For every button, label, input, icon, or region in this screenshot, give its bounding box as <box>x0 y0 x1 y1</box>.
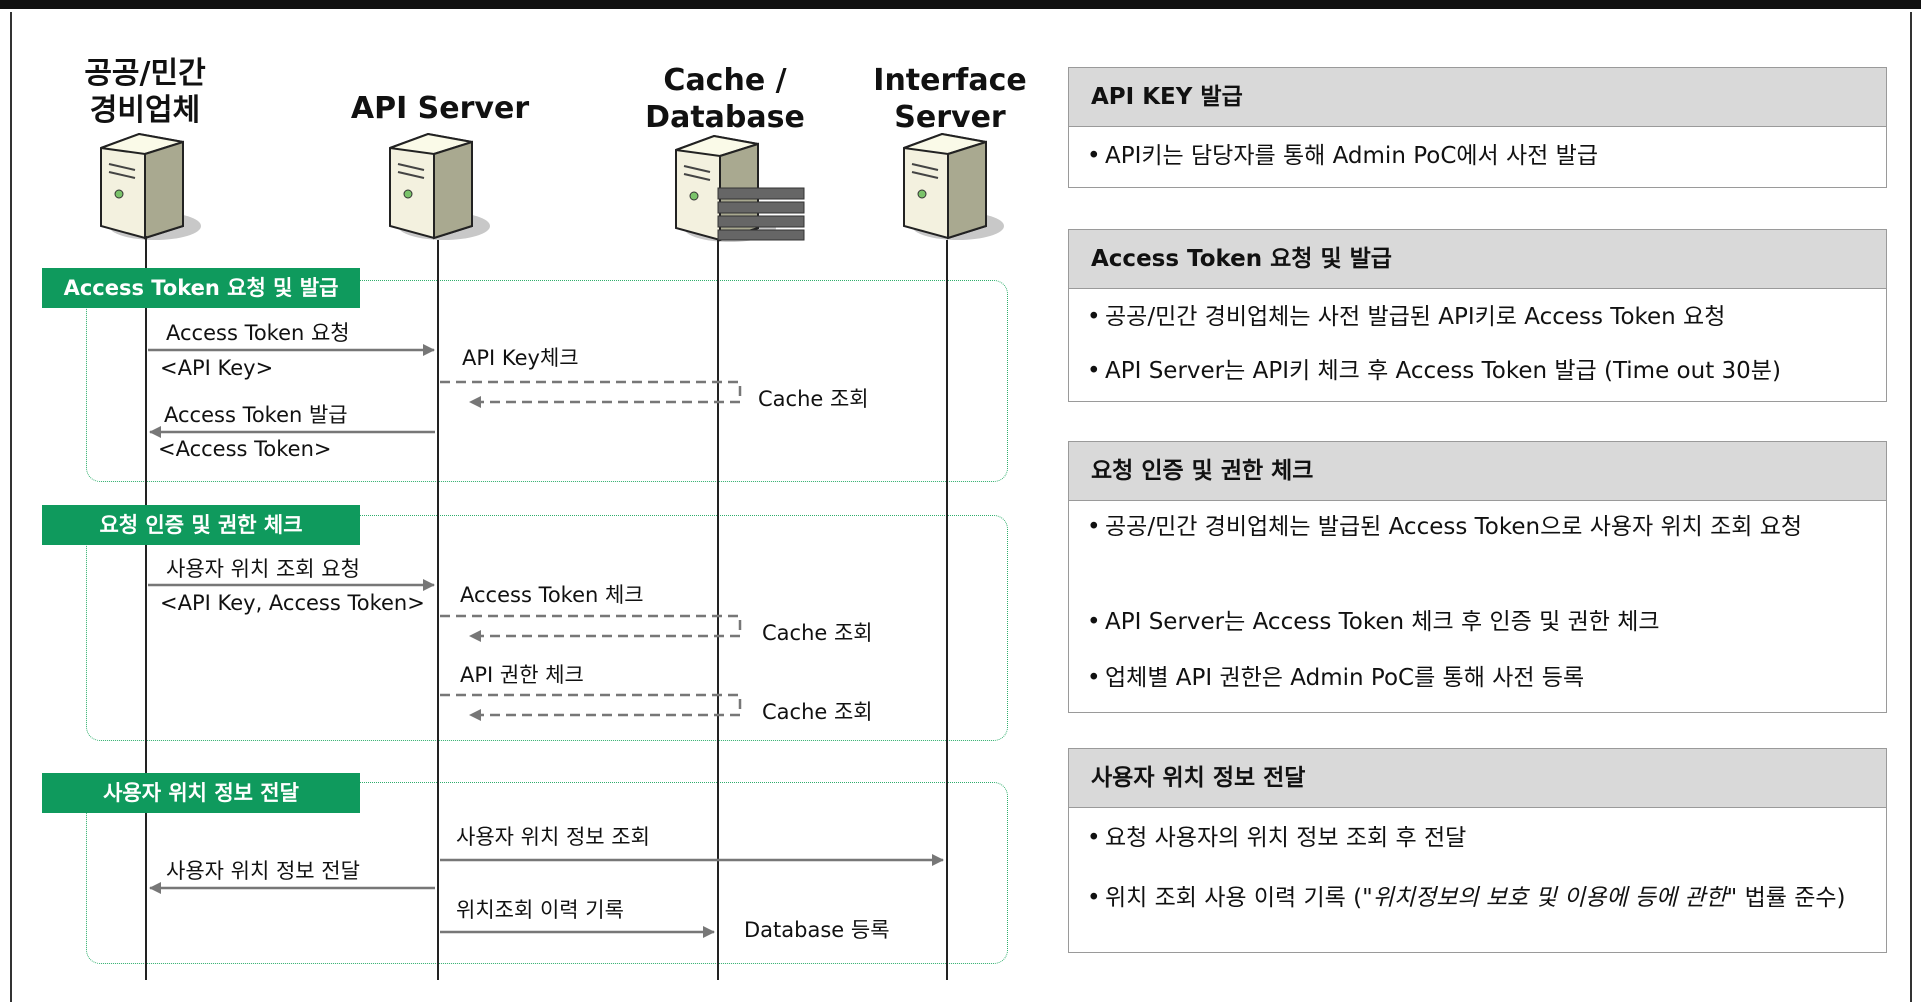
actor-cache-line2: Database <box>645 100 805 135</box>
panel-location-delivery: 사용자 위치 정보 전달 요청 사용자의 위치 정보 조회 후 전달 위치 조회… <box>1068 748 1887 953</box>
phase-box-auth <box>86 515 1008 741</box>
panel-bullet: 요청 사용자의 위치 정보 조회 후 전달 <box>1087 823 1877 853</box>
actor-company-name: 공공/민간 경비업체 <box>52 55 238 129</box>
panel-bullet: 공공/민간 경비업체는 사전 발급된 API키로 Access Token 요청 <box>1087 302 1877 332</box>
msg-api-key-check: API Key체크 <box>462 346 579 370</box>
actor-cache-line1: Cache / <box>663 63 787 98</box>
msg-token-check: Access Token 체크 <box>460 583 644 607</box>
msg-history-record: 위치조회 이력 기록 <box>456 898 624 922</box>
server-icon <box>100 132 201 240</box>
msg-token-issue-param: <Access Token> <box>158 437 332 461</box>
actor-company-line2: 경비업체 <box>89 93 201 128</box>
actor-iface-name: Interface Server <box>860 62 1040 136</box>
msg-token-request-param: <API Key> <box>160 356 274 380</box>
lifeline-cache <box>717 240 719 980</box>
phase-box-token <box>86 280 1008 482</box>
panel-bullet: 공공/민간 경비업체는 발급된 Access Token으로 사용자 위치 조회… <box>1087 512 1867 542</box>
msg-location-deliver: 사용자 위치 정보 전달 <box>166 859 360 883</box>
phase-label-auth: 요청 인증 및 권한 체크 <box>42 505 360 545</box>
actor-api-line1: API Server <box>350 91 530 126</box>
msg-token-request: Access Token 요청 <box>166 321 350 345</box>
actor-api-name: API Server <box>330 90 550 127</box>
law-text-italic: "위치정보의 보호 및 이용에 등에 관한" <box>1362 885 1738 911</box>
panel-bullet: API키는 담당자를 통해 Admin PoC에서 사전 발급 <box>1087 141 1877 171</box>
panel-title: 요청 인증 및 권한 체크 <box>1069 442 1886 501</box>
arrows-layer <box>148 344 944 938</box>
panel-bullet: API Server는 API키 체크 후 Access Token 발급 (T… <box>1087 356 1877 386</box>
panel-auth-check: 요청 인증 및 권한 체크 공공/민간 경비업체는 발급된 Access Tok… <box>1068 441 1887 713</box>
database-server-icon <box>675 134 805 242</box>
actor-cache-name: Cache / Database <box>630 62 820 136</box>
actor-iface-line1: Interface <box>873 63 1027 98</box>
msg-cache-lookup-2: Cache 조회 <box>762 621 873 645</box>
top-rule <box>0 0 1921 9</box>
panel-title: API KEY 발급 <box>1069 68 1886 127</box>
msg-database-register: Database 등록 <box>744 918 890 942</box>
arrow-cache-lookup-1 <box>440 380 742 408</box>
panel-bullet: 업체별 API 권한은 Admin PoC를 통해 사전 등록 <box>1087 663 1877 693</box>
panel-title: 사용자 위치 정보 전달 <box>1069 749 1886 808</box>
msg-location-request: 사용자 위치 조회 요청 <box>166 557 360 581</box>
law-text-prefix: 위치 조회 사용 이력 기록 ( <box>1105 885 1363 911</box>
law-text-suffix: 법률 준수) <box>1737 885 1846 911</box>
lifeline-company <box>145 236 147 980</box>
actor-iface-line2: Server <box>894 100 1006 135</box>
phase-label-token: Access Token 요청 및 발급 <box>42 268 360 308</box>
lifeline-api <box>437 240 439 980</box>
panel-access-token: Access Token 요청 및 발급 공공/민간 경비업체는 사전 발급된 … <box>1068 229 1887 402</box>
panel-title: Access Token 요청 및 발급 <box>1069 230 1886 289</box>
actor-company-line1: 공공/민간 <box>84 56 206 91</box>
msg-location-request-param: <API Key, Access Token> <box>160 591 425 615</box>
arrow-cache-lookup-3 <box>440 693 742 721</box>
msg-cache-lookup-3: Cache 조회 <box>762 700 873 724</box>
panel-api-key: API KEY 발급 API키는 담당자를 통해 Admin PoC에서 사전 … <box>1068 67 1887 188</box>
msg-location-query: 사용자 위치 정보 조회 <box>456 825 650 849</box>
page-frame <box>10 12 1912 1002</box>
msg-permission-check: API 권한 체크 <box>460 663 584 687</box>
server-icon <box>903 132 1004 240</box>
lifeline-iface <box>946 240 948 980</box>
msg-token-issue: Access Token 발급 <box>164 403 348 427</box>
panel-bullet: API Server는 Access Token 체크 후 인증 및 권한 체크 <box>1087 607 1877 637</box>
panel-bullet-law: 위치 조회 사용 이력 기록 ("위치정보의 보호 및 이용에 등에 관한" 법… <box>1087 883 1867 913</box>
phase-box-location <box>86 782 1008 964</box>
msg-cache-lookup-1: Cache 조회 <box>758 387 869 411</box>
phase-label-location: 사용자 위치 정보 전달 <box>42 773 360 813</box>
server-icon <box>389 132 490 240</box>
arrow-cache-lookup-2 <box>440 614 742 642</box>
